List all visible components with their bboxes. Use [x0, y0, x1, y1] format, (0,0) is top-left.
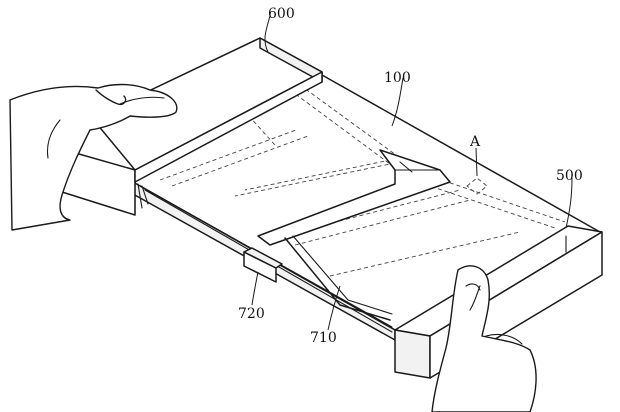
housing-600	[57, 37, 323, 216]
label-500: 500	[556, 168, 583, 184]
label-600: 600	[268, 6, 295, 22]
label-710: 710	[310, 330, 337, 346]
label-720: 720	[238, 306, 265, 322]
left-hand	[9, 83, 178, 231]
label-a: A	[469, 134, 481, 150]
detail-a-marker	[466, 177, 488, 195]
right-hand	[431, 265, 537, 412]
block-720	[243, 247, 283, 283]
arm-710	[284, 235, 393, 321]
label-100: 100	[384, 70, 411, 86]
leader-lines	[251, 15, 573, 331]
center-rail	[257, 149, 451, 246]
